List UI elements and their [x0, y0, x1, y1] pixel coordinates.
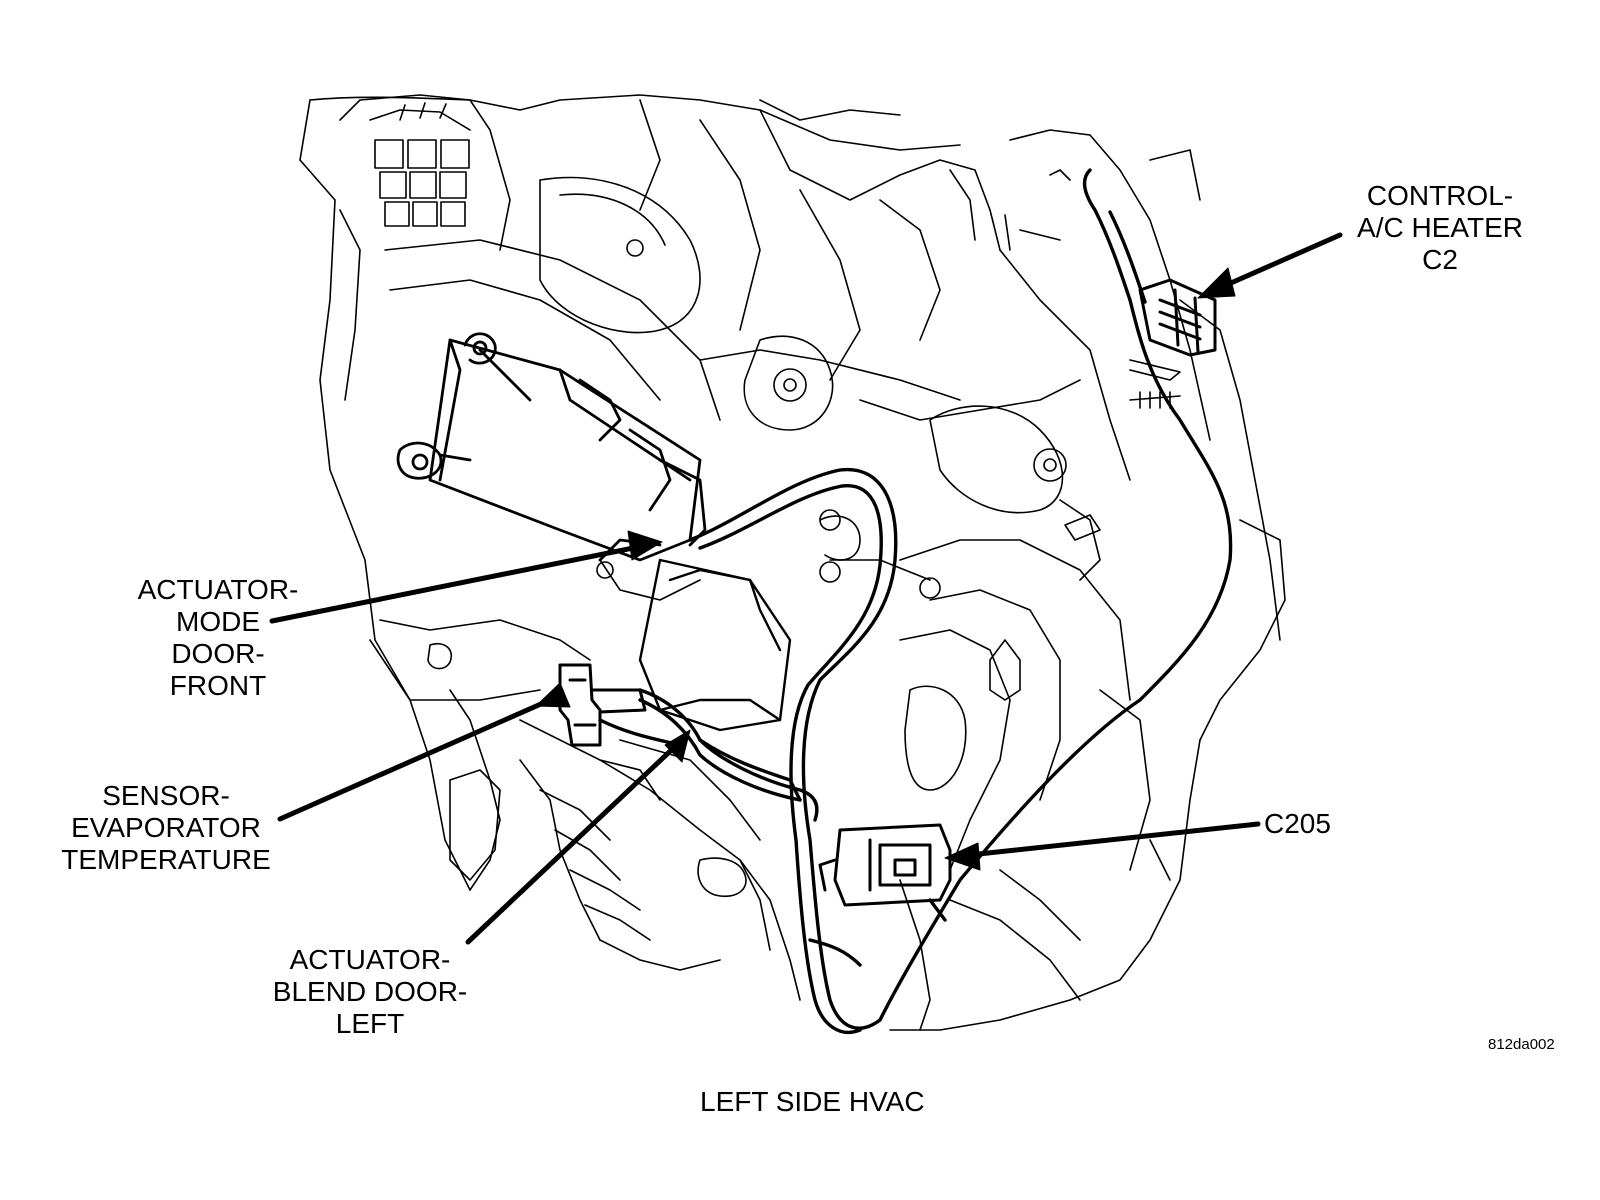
label-line: MODE: [176, 606, 260, 637]
leader-arrows: [269, 232, 1343, 945]
arrow-control-ac-heater: [1212, 232, 1343, 293]
arrowheads: [535, 267, 1236, 871]
wiring-harness: [598, 168, 1233, 1035]
label-control-ac-heater: CONTROL- A/C HEATER C2: [1330, 180, 1550, 276]
label-line: FRONT: [169, 670, 267, 701]
top-vent-grille: [339, 94, 511, 251]
arrowhead-blend: [664, 729, 691, 763]
arrowhead-sensor: [535, 682, 571, 708]
label-actuator-blend-door: ACTUATOR- BLEND DOOR- LEFT: [260, 944, 480, 1040]
c205-connector: [818, 823, 952, 907]
label-line: BLEND DOOR-: [272, 976, 468, 1007]
label-line: ACTUATOR-: [289, 944, 451, 975]
fasteners: [1049, 169, 1181, 409]
label-line: ACTUATOR-: [137, 574, 299, 605]
control-c2-connector: [1138, 278, 1217, 357]
label-line: EVAPORATOR: [71, 812, 261, 843]
blend-door-actuator-body: [638, 558, 792, 732]
arrow-c205: [957, 821, 1261, 859]
arrowhead-mode: [627, 530, 663, 561]
label-line: SENSOR-: [102, 780, 230, 811]
label-line: DOOR-: [171, 638, 265, 669]
label-line: C205: [1264, 808, 1331, 839]
label-line: CONTROL-: [1366, 180, 1514, 211]
label-line: A/C HEATER: [1357, 212, 1523, 243]
label-sensor-evaporator: SENSOR- EVAPORATOR TEMPERATURE: [46, 780, 286, 876]
hvac-housing: [299, 94, 1286, 1031]
label-line: LEFT: [335, 1008, 405, 1039]
label-c205: C205: [1264, 808, 1331, 840]
arrowhead-control: [1197, 267, 1236, 299]
mode-door-actuator-body: [396, 332, 707, 562]
label-line: C2: [1422, 244, 1458, 275]
label-line: TEMPERATURE: [61, 844, 271, 875]
label-actuator-mode-door: ACTUATOR- MODE DOOR- FRONT: [118, 574, 318, 702]
diagram-caption: LEFT SIDE HVAC: [700, 1086, 925, 1117]
arrow-sensor-evaporator: [277, 697, 553, 822]
arrow-actuator-blend-door: [465, 737, 685, 945]
arrow-actuator-mode-door: [269, 542, 651, 624]
figure-id: 812da002: [1488, 1036, 1555, 1053]
arrowhead-c205: [944, 842, 981, 871]
